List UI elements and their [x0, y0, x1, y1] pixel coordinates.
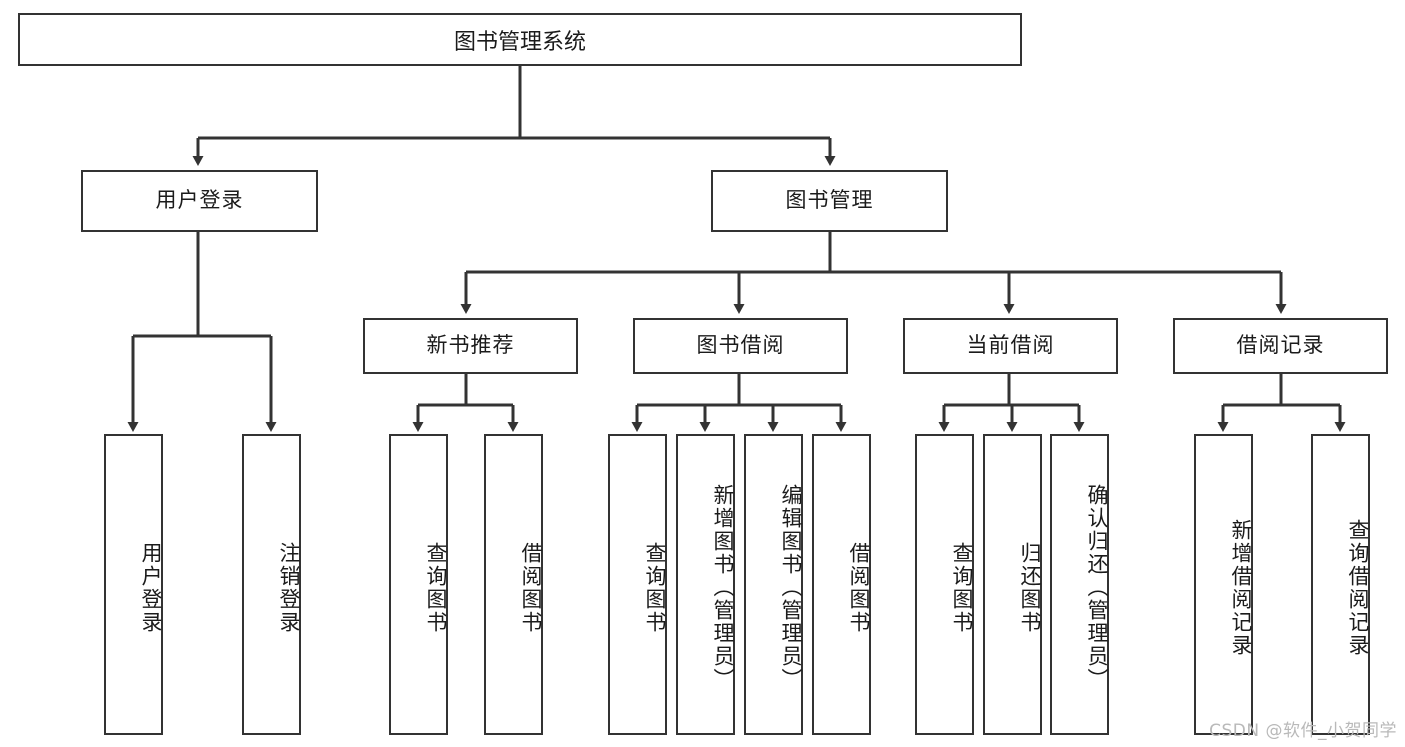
node-book-manage-label: 图书管理: [785, 188, 874, 213]
node-current-borrow-label: 当前借阅: [966, 333, 1055, 358]
leaf-add-book[interactable]: 新增图书（管理员）: [676, 434, 735, 735]
leaf-query-book-2[interactable]: 查询图书: [608, 434, 667, 735]
leaf-return-book[interactable]: 归还图书: [983, 434, 1042, 735]
leaf-confirm-return[interactable]: 确认归还（管理员）: [1050, 434, 1109, 735]
leaf-return-book-label: 归还图书: [1018, 541, 1042, 634]
node-root-label: 图书管理系统: [453, 29, 586, 55]
node-user-login-label: 用户登录: [155, 188, 244, 213]
leaf-borrow-book-1-label: 借阅图书: [519, 541, 543, 634]
leaf-query-record[interactable]: 查询借阅记录: [1311, 434, 1370, 735]
leaf-query-book-3[interactable]: 查询图书: [915, 434, 974, 735]
node-book-borrow-label: 图书借阅: [696, 333, 785, 358]
leaf-user-login-label: 用户登录: [139, 541, 163, 634]
leaf-add-record-label: 新增借阅记录: [1229, 518, 1253, 657]
leaf-user-login[interactable]: 用户登录: [104, 434, 163, 735]
leaf-edit-book[interactable]: 编辑图书（管理员）: [744, 434, 803, 735]
node-new-book-recommend[interactable]: 新书推荐: [363, 318, 578, 374]
leaf-user-logout-label: 注销登录: [277, 541, 301, 634]
node-current-borrow[interactable]: 当前借阅: [903, 318, 1118, 374]
node-borrow-record-label: 借阅记录: [1236, 333, 1325, 358]
leaf-borrow-book-1[interactable]: 借阅图书: [484, 434, 543, 735]
leaf-user-logout[interactable]: 注销登录: [242, 434, 301, 735]
node-user-login[interactable]: 用户登录: [81, 170, 318, 232]
node-book-borrow[interactable]: 图书借阅: [633, 318, 848, 374]
node-root[interactable]: 图书管理系统: [18, 13, 1022, 66]
leaf-borrow-book-2-label: 借阅图书: [847, 541, 871, 634]
node-borrow-record[interactable]: 借阅记录: [1173, 318, 1388, 374]
leaf-confirm-return-label: 确认归还（管理员）: [1085, 484, 1109, 691]
leaf-add-book-label: 新增图书（管理员）: [711, 484, 735, 691]
leaf-query-book-1[interactable]: 查询图书: [389, 434, 448, 735]
leaf-query-record-label: 查询借阅记录: [1346, 518, 1370, 657]
leaf-borrow-book-2[interactable]: 借阅图书: [812, 434, 871, 735]
leaf-query-book-3-label: 查询图书: [950, 541, 974, 634]
leaf-query-book-2-label: 查询图书: [643, 541, 667, 634]
leaf-query-book-1-label: 查询图书: [424, 541, 448, 634]
node-book-manage[interactable]: 图书管理: [711, 170, 948, 232]
node-new-book-recommend-label: 新书推荐: [426, 333, 515, 358]
leaf-edit-book-label: 编辑图书（管理员）: [779, 484, 803, 691]
leaf-add-record[interactable]: 新增借阅记录: [1194, 434, 1253, 735]
watermark: CSDN @软件_小贺同学: [1209, 721, 1397, 741]
